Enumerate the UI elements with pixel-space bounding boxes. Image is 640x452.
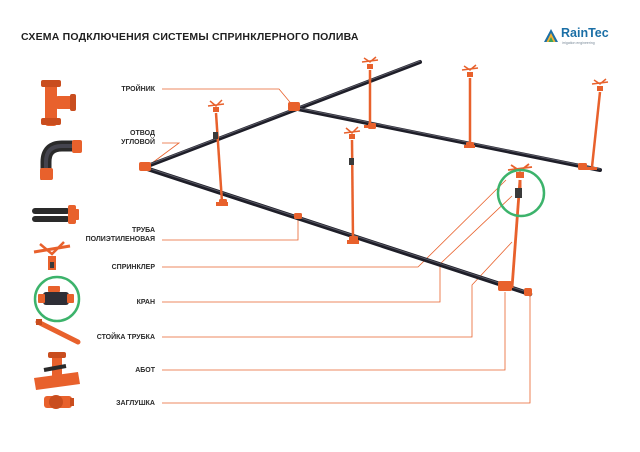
leader-line-pipe bbox=[162, 216, 299, 241]
abot-bracket-icon bbox=[34, 352, 80, 390]
tee-fitting-icon bbox=[41, 80, 76, 126]
leader-lines bbox=[147, 88, 531, 404]
riser-5 bbox=[343, 126, 361, 241]
end-fitting bbox=[498, 281, 512, 291]
main-pipe-front-shine bbox=[144, 166, 531, 294]
main-pipe-back bbox=[143, 60, 422, 169]
riser-3 bbox=[590, 78, 609, 168]
leader-line-elbow bbox=[147, 142, 181, 167]
riser-1 bbox=[361, 56, 379, 125]
ball-valve-icon bbox=[33, 275, 81, 323]
leader-line-plug bbox=[162, 294, 531, 404]
riser-pipe-icon bbox=[35, 319, 81, 345]
label-pipe-line2: ПОЛИЭТИЛЕНОВАЯ bbox=[85, 236, 155, 243]
raintec-logo-icon bbox=[544, 29, 558, 42]
riser-bases bbox=[216, 125, 597, 244]
sprinkler-head-icon bbox=[33, 241, 71, 270]
riser-4 bbox=[207, 99, 225, 203]
branch-pipe-right-shine bbox=[292, 106, 601, 170]
label-sprinkler: СПРИНКЛЕР bbox=[111, 264, 155, 271]
coupling-3 bbox=[578, 163, 587, 170]
leader-line-sprinkler bbox=[162, 179, 507, 268]
tee-fitting bbox=[288, 102, 300, 111]
branch-pipe-right bbox=[291, 106, 602, 172]
end-plug bbox=[524, 288, 532, 296]
logo-tagline: irrigation engineering bbox=[562, 41, 595, 45]
elbow-fitting bbox=[139, 162, 151, 171]
riser-2 bbox=[461, 64, 479, 145]
label-elbow-line2: УГЛОВОЙ bbox=[121, 139, 155, 146]
leader-line-abot bbox=[162, 292, 506, 371]
diagram-title: СХЕМА ПОДКЛЮЧЕНИЯ СИСТЕМЫ СПРИНКЛЕРНОГО … bbox=[21, 31, 359, 43]
label-elbow-line1: ОТВОД bbox=[130, 130, 155, 137]
label-pipe: ТРУБА ПОЛИЭТИЛЕНОВАЯ bbox=[86, 226, 155, 244]
main-pipe-back-shine bbox=[144, 60, 421, 167]
leader-line-tee bbox=[162, 88, 295, 108]
elbow-fitting-icon bbox=[40, 140, 82, 180]
pe-pipe-icon bbox=[32, 205, 79, 224]
label-valve: КРАН bbox=[136, 299, 155, 306]
coupling-5 bbox=[294, 213, 302, 219]
leader-line-riser bbox=[162, 241, 513, 338]
valve-highlight-circle bbox=[496, 168, 546, 218]
label-pipe-line1: ТРУБА bbox=[131, 227, 155, 234]
main-pipe-front bbox=[142, 165, 533, 297]
label-riser: СТОЙКА ТРУБКА bbox=[96, 334, 155, 341]
logo-name: RainTec bbox=[561, 26, 609, 40]
label-tee: ТРОЙНИК bbox=[121, 86, 155, 93]
label-elbow: ОТВОД УГЛОВОЙ bbox=[121, 129, 155, 147]
leader-line-valve bbox=[162, 195, 513, 303]
pipe-network bbox=[142, 60, 602, 297]
label-abot: АБОТ bbox=[135, 367, 155, 374]
label-plug: ЗАГЛУШКА bbox=[116, 400, 155, 407]
end-plug-icon bbox=[44, 395, 74, 409]
raintec-logo: RainTec irrigation engineering bbox=[543, 26, 623, 50]
riser-6 bbox=[507, 163, 533, 289]
